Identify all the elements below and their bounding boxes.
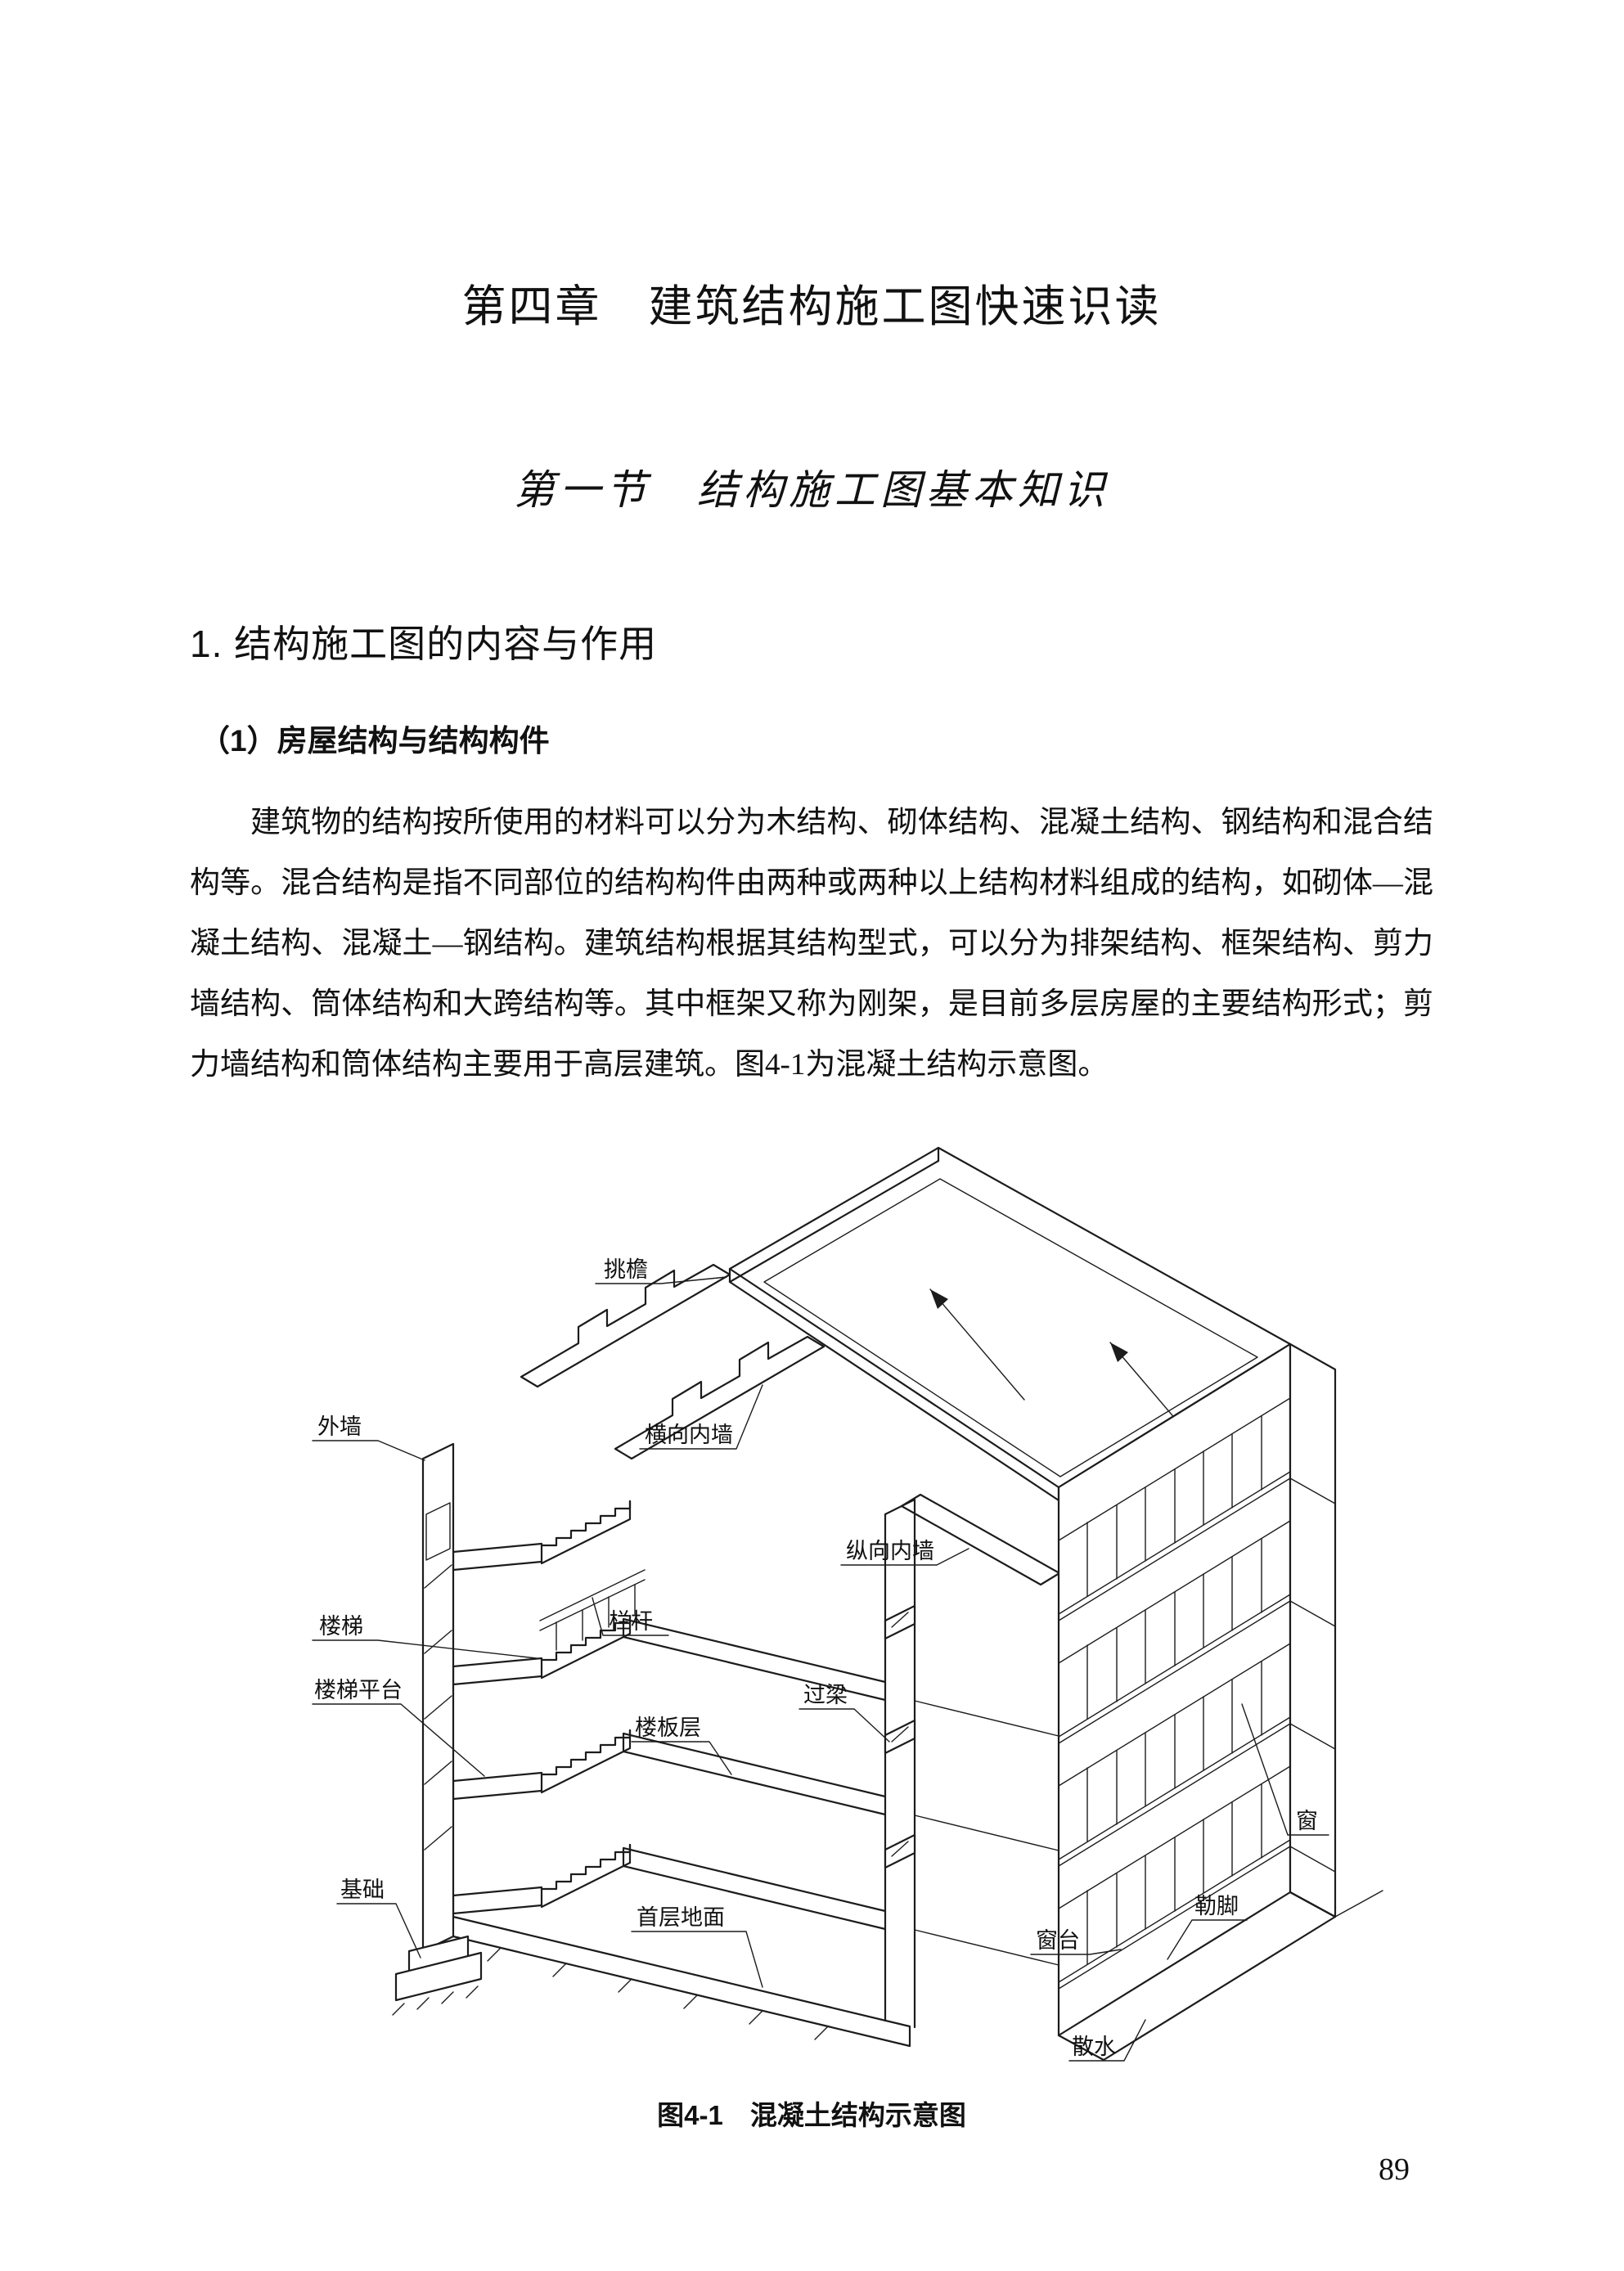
label-exterior-wall: 外墙: [312, 1414, 425, 1461]
lintel-shape: [884, 1604, 916, 1640]
stair-flight-shape: [540, 1843, 632, 1891]
apron-shape: [1057, 1891, 1337, 2062]
label-foundation: 基础: [336, 1878, 421, 1958]
transverse-wall-shape: [520, 1263, 731, 1388]
svg-text:窗: 窗: [1296, 1809, 1318, 1833]
svg-text:楼板层: 楼板层: [635, 1716, 701, 1740]
label-apron: 散水: [1068, 2019, 1146, 2062]
svg-text:横向内墙: 横向内墙: [645, 1423, 733, 1447]
stair-flight-shape: [540, 1614, 632, 1662]
figure-labels: 挑檐 外墙 横向内墙 纵向内墙 楼梯: [312, 1257, 1329, 2062]
railing-shape: [539, 1569, 646, 1651]
svg-text:挑檐: 挑檐: [604, 1257, 648, 1282]
svg-text:纵向内墙: 纵向内墙: [846, 1539, 934, 1563]
stair-flight-shape: [540, 1500, 632, 1547]
interior-drawing: [452, 1263, 1061, 2048]
label-plinth: 勒脚: [1167, 1894, 1248, 1960]
stair-landing-shape: [452, 1771, 543, 1801]
svg-text:散水: 散水: [1072, 2035, 1116, 2059]
svg-text:楼梯: 楼梯: [319, 1614, 363, 1639]
svg-text:楼梯平台: 楼梯平台: [314, 1678, 403, 1702]
svg-text:勒脚: 勒脚: [1194, 1894, 1239, 1918]
stair-landing-shape: [452, 1542, 543, 1572]
floor-slab-shape: [622, 1732, 887, 1816]
sub-heading: （1）房屋结构与结构构件: [200, 724, 550, 758]
foundation-shape: [394, 1951, 483, 2002]
figure: 挑檐 外墙 横向内墙 纵向内墙 楼梯: [190, 1130, 1433, 2087]
label-transverse-wall: 横向内墙: [639, 1384, 763, 1450]
facade-drawing: [1057, 1342, 1383, 2062]
stair-landing-shape: [452, 1657, 543, 1686]
stair-flight-shape: [540, 1729, 632, 1776]
label-stair-landing: 楼梯平台: [312, 1678, 485, 1777]
label-ground-floor: 首层地面: [631, 1905, 763, 1988]
svg-text:过梁: 过梁: [803, 1683, 848, 1707]
label-window: 窗: [1241, 1703, 1329, 1836]
label-window-sill: 窗台: [1030, 1928, 1122, 1955]
svg-text:外墙: 外墙: [317, 1414, 362, 1439]
label-stairs: 楼梯: [312, 1614, 538, 1659]
body-paragraph: 建筑物的结构按所使用的材料可以分为木结构、砌体结构、混凝土结构、钢结构和混合结构…: [190, 806, 1433, 1082]
svg-text:基础: 基础: [340, 1878, 385, 1902]
stair-landing-shape: [452, 1886, 543, 1915]
page-content: 第四章 建筑结构施工图快速识读 第一节 结构施工图基本知识 1. 结构施工图的内…: [190, 0, 1433, 2133]
label-floor-slab: 楼板层: [631, 1716, 732, 1775]
floor-slab-shape: [622, 1617, 887, 1702]
label-railing: 栏杆: [592, 1597, 669, 1636]
svg-text:栏杆: 栏杆: [609, 1609, 653, 1634]
section-title: 第一节 结构施工图基本知识: [514, 467, 1109, 513]
subsection-title: 1. 结构施工图的内容与作用: [190, 623, 658, 665]
exterior-wall-drawing: [392, 1442, 483, 2016]
svg-text:首层地面: 首层地面: [637, 1905, 725, 1930]
page-number: 89: [1379, 2152, 1410, 2187]
svg-text:窗台: 窗台: [1036, 1928, 1080, 1953]
label-longitudinal-wall: 纵向内墙: [840, 1539, 969, 1566]
label-eave: 挑檐: [595, 1257, 727, 1284]
lintel-shape: [884, 1719, 916, 1755]
transverse-wall-shape: [614, 1335, 825, 1460]
figure-caption: 图4-1 混凝土结构示意图: [657, 2100, 966, 2130]
ground-floor-shape: [452, 1915, 911, 2048]
chapter-title: 第四章 建筑结构施工图快速识读: [461, 282, 1162, 331]
lintel-shape: [884, 1833, 916, 1869]
label-lintel: 过梁: [799, 1683, 890, 1743]
floor-slab-shape: [622, 1846, 887, 1931]
figure-drawing: 挑檐 外墙 横向内墙 纵向内墙 楼梯: [312, 1146, 1383, 2062]
